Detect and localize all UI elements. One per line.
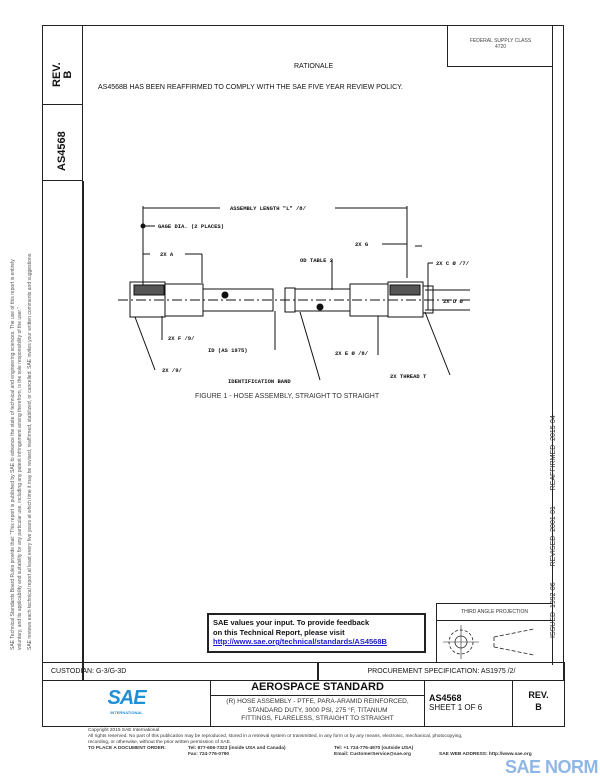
sheet-number: SHEET 1 OF 6 <box>429 703 483 712</box>
sae-logo-text: SAE <box>107 687 146 709</box>
sae-norm-watermark: SAE NORM <box>505 757 599 776</box>
standard-heading: AEROSPACE STANDARD <box>211 681 424 696</box>
phone-intl: Tel: +1 724-776-4970 (outside USA) <box>334 746 414 751</box>
fax: Fax: 724-776-0790 <box>188 752 230 757</box>
disclaimer-line: voluntary, and its applicability and sui… <box>17 307 23 650</box>
fsc-value: 4720 <box>494 44 507 50</box>
assembly-length-label: ASSEMBLY LENGTH "L" /8/ <box>230 205 307 212</box>
document-number: AS4568 <box>429 693 462 703</box>
third-angle-projection-box: THIRD ANGLE PROJECTION <box>436 603 553 663</box>
procurement-spec: PROCUREMENT SPECIFICATION: AS1975 /2/ <box>318 662 565 681</box>
revision-value: B <box>535 702 542 712</box>
title-line: STANDARD DUTY, 3000 PSI, 275 °F, TITANIU… <box>247 706 388 714</box>
rights-text: recording, or otherwise, without the pri… <box>88 740 232 745</box>
fsc-box: FEDERAL SUPPLY CLASS 4720 <box>447 25 553 67</box>
dim-e-label: 2X E Ø /8/ <box>335 350 369 357</box>
email: Email: CustomerService@sae.org <box>334 752 411 757</box>
document-number-box: AS4568 SHEET 1 OF 6 <box>424 680 513 727</box>
rationale-text: AS4568B HAS BEEN REAFFIRMED TO COMPLY WI… <box>98 84 403 91</box>
feedback-link[interactable]: http://www.sae.org/technical/standards/A… <box>213 637 387 646</box>
rights-text: All rights reserved. No part of this pub… <box>88 734 463 739</box>
rev-box: REV. B <box>42 25 83 105</box>
fsc-label: FEDERAL SUPPLY CLASS <box>469 38 532 44</box>
title-box: AEROSPACE STANDARD (R) HOSE ASSEMBLY - P… <box>210 680 425 727</box>
dim-d-label: 2X D Ø <box>443 298 464 305</box>
footer: Copyright 2015 SAE International All rig… <box>88 728 568 758</box>
procurement-text: PROCUREMENT SPECIFICATION: AS1975 /2/ <box>367 668 516 675</box>
feedback-text: on this Technical Report, please visit <box>213 627 345 637</box>
note-9-label: 2X /9/ <box>162 367 183 374</box>
dim-g-label: 2X G <box>355 241 369 248</box>
doc-number-vertical: AS4568 <box>56 131 68 171</box>
projection-symbol-icon <box>443 625 535 659</box>
hose-assembly-drawing: ASSEMBLY LENGTH "L" /8/ GAGE DIA. (2 PLA… <box>118 205 470 385</box>
thread-label: 2X THREAD T <box>390 373 427 380</box>
figure-caption: FIGURE 1 - HOSE ASSEMBLY, STRAIGHT TO ST… <box>195 393 380 400</box>
copyright: Copyright 2015 SAE International <box>88 728 160 733</box>
dim-a-label: 2X A <box>160 251 174 258</box>
sae-logo: SAE INTERNATIONAL <box>42 680 211 727</box>
projection-label: THIRD ANGLE PROJECTION <box>437 604 552 621</box>
web-address[interactable]: SAE WEB ADDRESS: http://www.sae.org <box>439 752 532 757</box>
custodian-text: CUSTODIAN: G-3/G-3D <box>51 668 127 675</box>
revision-label: REV. <box>528 690 549 700</box>
sae-logo-subtext: INTERNATIONAL <box>110 710 143 715</box>
id-label: ID (AS 1975) <box>208 347 248 354</box>
revised-date: REVISED 2001-01 <box>550 506 557 567</box>
gage-dia-label: GAGE DIA. (2 PLACES) <box>158 223 224 230</box>
order-label: TO PLACE A DOCUMENT ORDER: <box>88 746 166 751</box>
dim-c-label: 2X C Ø /7/ <box>436 260 470 267</box>
disclaimer-line: SAE Technical Standards Board Rules prov… <box>10 259 16 650</box>
od-label: OD TABLE 2 <box>300 257 333 264</box>
custodian: CUSTODIAN: G-3/G-3D <box>42 662 318 681</box>
sae-disclaimer: SAE Technical Standards Board Rules prov… <box>10 252 34 650</box>
feedback-text: SAE values your input. To provide feedba… <box>213 618 370 627</box>
rationale-title: RATIONALE <box>294 63 334 70</box>
doc-number-box: AS4568 <box>42 105 83 181</box>
title-line: (R) HOSE ASSEMBLY - PTFE, PARA-ARAMID RE… <box>226 698 409 705</box>
dim-f-label: 2X F /9/ <box>168 335 195 342</box>
feedback-box: SAE values your input. To provide feedba… <box>207 613 426 653</box>
identification-band-label: IDENTIFICATION BAND <box>228 378 291 385</box>
rev-value: B <box>62 70 74 79</box>
phone-us: Tel: 877-606-7323 (inside USA and Canada… <box>188 746 286 751</box>
disclaimer-line: SAE reviews each technical report at lea… <box>27 252 33 650</box>
title-line: FITTINGS, FLARELESS, STRAIGHT TO STRAIGH… <box>241 715 394 722</box>
reaffirmed-date: REAFFIRMED 2015-04 <box>550 415 557 491</box>
revision-box: REV. B <box>512 680 565 727</box>
